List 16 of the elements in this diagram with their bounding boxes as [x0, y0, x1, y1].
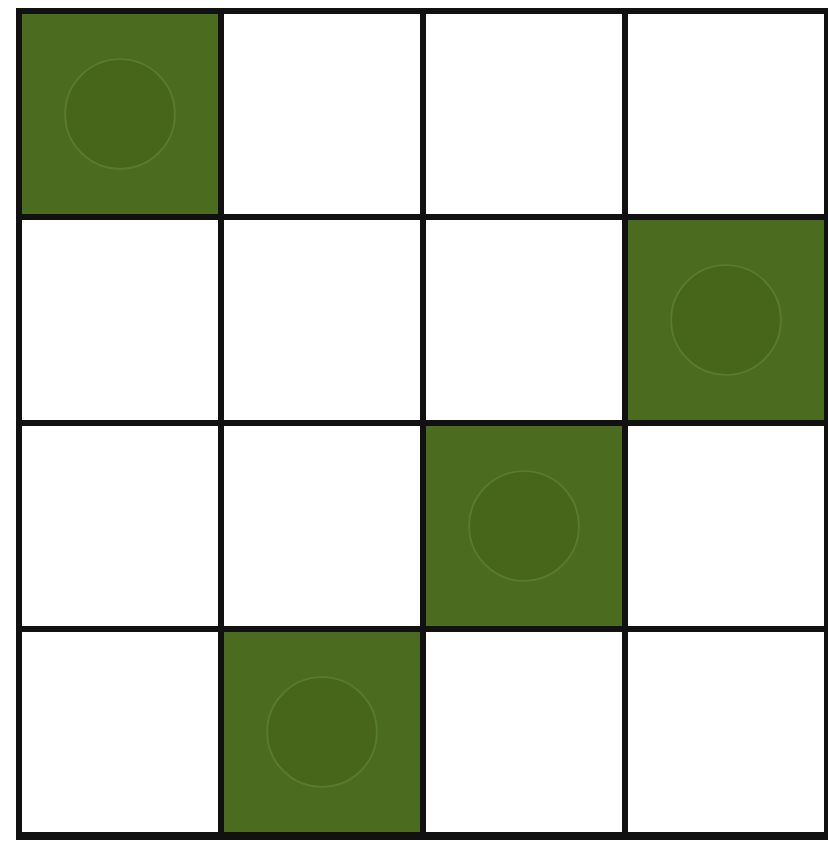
empty-cell [224, 426, 420, 626]
empty-cell [628, 14, 824, 214]
empty-cell [22, 220, 218, 420]
empty-cell [628, 632, 824, 832]
empty-cell [628, 426, 824, 626]
empty-cell [22, 632, 218, 832]
empty-cell [426, 14, 622, 214]
shaded-cell [628, 220, 824, 420]
shaded-cell [22, 14, 218, 214]
empty-cell [224, 220, 420, 420]
empty-cell [426, 632, 622, 832]
empty-cell [224, 14, 420, 214]
empty-cell [426, 220, 622, 420]
shaded-cell [426, 426, 622, 626]
shaded-cell [224, 632, 420, 832]
empty-cell [22, 426, 218, 626]
